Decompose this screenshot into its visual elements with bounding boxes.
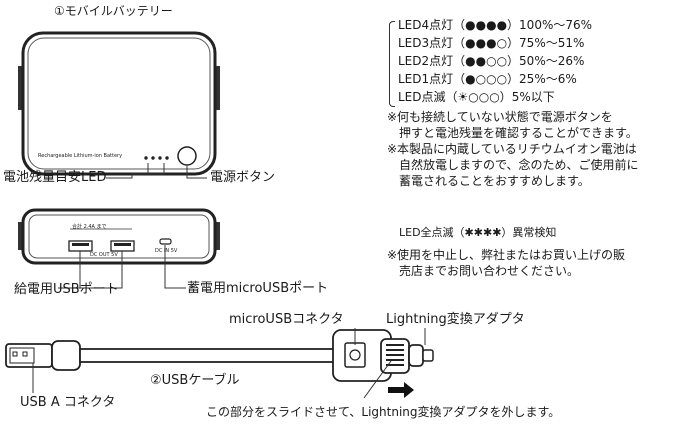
led-row-value: 100%〜76%	[519, 18, 593, 32]
led-row: LED1点灯（●○○○）25%〜6%	[398, 73, 577, 85]
led-row-label: LED2点灯	[398, 54, 454, 68]
dc-in-print: DC IN 5V	[155, 248, 178, 254]
led-row-indicator: （●●●●）	[453, 18, 520, 32]
port-side-illustration	[18, 208, 220, 265]
note-self-discharge: ※本製品に内蔵しているリチウムイオン電池は	[387, 142, 637, 156]
usb-output-port-label: 給電用USBポート	[14, 282, 119, 297]
note-check-remaining: ※何も接続していない状態で電源ボタンを	[387, 110, 613, 124]
note-self-discharge-2: 自然放電しますので、念のため、ご使用前に	[399, 158, 639, 172]
slide-instruction: この部分をスライドさせて、Lightning変換アダプタを外します。	[206, 405, 561, 419]
led-row-indicator: （●●●○）	[453, 36, 520, 50]
note-check-remaining-2: 押すと電池残量を確認することができます。	[399, 126, 638, 140]
usb-cable-illustration	[5, 329, 434, 382]
battery-printed-text: Rechargeable Lithium-ion Battery	[38, 153, 123, 159]
led-row-label: LED1点灯	[398, 72, 454, 86]
led-indicator-label: 電池残量目安LED	[3, 170, 107, 185]
led-row-indicator: （●●○○）	[453, 54, 520, 68]
led-row-indicator: （☀○○○）	[445, 90, 512, 104]
note-self-discharge-3: 蓄電されることをおすすめします。	[399, 174, 590, 188]
battery-title: ①モバイルバッテリー	[54, 4, 173, 18]
led-row: LED点滅（☀○○○）5%以下	[398, 91, 555, 103]
led-row-value: 5%以下	[511, 90, 555, 104]
led-row-value: 25%〜6%	[519, 72, 577, 86]
led-row: LED3点灯（●●●○）75%〜51%	[398, 37, 584, 49]
lightning-adapter-label: Lightning変換アダプタ	[386, 312, 525, 327]
power-button-illustration	[177, 146, 197, 166]
led-row-label: LED4点灯	[398, 18, 454, 32]
battery-illustration	[18, 31, 220, 176]
dc-out-print: DC OUT 5V	[90, 252, 118, 258]
led-table-bracket	[389, 21, 395, 107]
abnormal-note-2: 売店までお問い合わせください。	[399, 264, 580, 278]
led-row-label: LED点滅	[398, 90, 446, 104]
led-row-indicator: （●○○○）	[453, 72, 520, 86]
usb-cable-title: ②USBケーブル	[150, 373, 240, 388]
microusb-connector-label: microUSBコネクタ	[229, 312, 344, 327]
abnormal-detection-line: LED全点滅（✱✱✱✱）異常検知	[399, 226, 557, 239]
power-button-label: 電源ボタン	[210, 170, 276, 185]
usb-a-connector-label: USB A コネクタ	[20, 395, 116, 410]
led-row: LED2点灯（●●○○）50%〜26%	[398, 55, 584, 67]
led-row-label: LED3点灯	[398, 36, 454, 50]
slide-arrow-icon	[388, 382, 414, 398]
led-row: LED4点灯（●●●●）100%〜76%	[398, 19, 592, 31]
led-dots	[144, 156, 169, 160]
led-row-value: 75%〜51%	[519, 36, 585, 50]
total-output-print: 合計 2.4A まで	[72, 224, 107, 230]
abnormal-note: ※使用を中止し、弊社またはお買い上げの販	[387, 248, 626, 262]
microusb-input-port-label: 蓄電用microUSBポート	[187, 281, 329, 296]
led-row-value: 50%〜26%	[519, 54, 585, 68]
